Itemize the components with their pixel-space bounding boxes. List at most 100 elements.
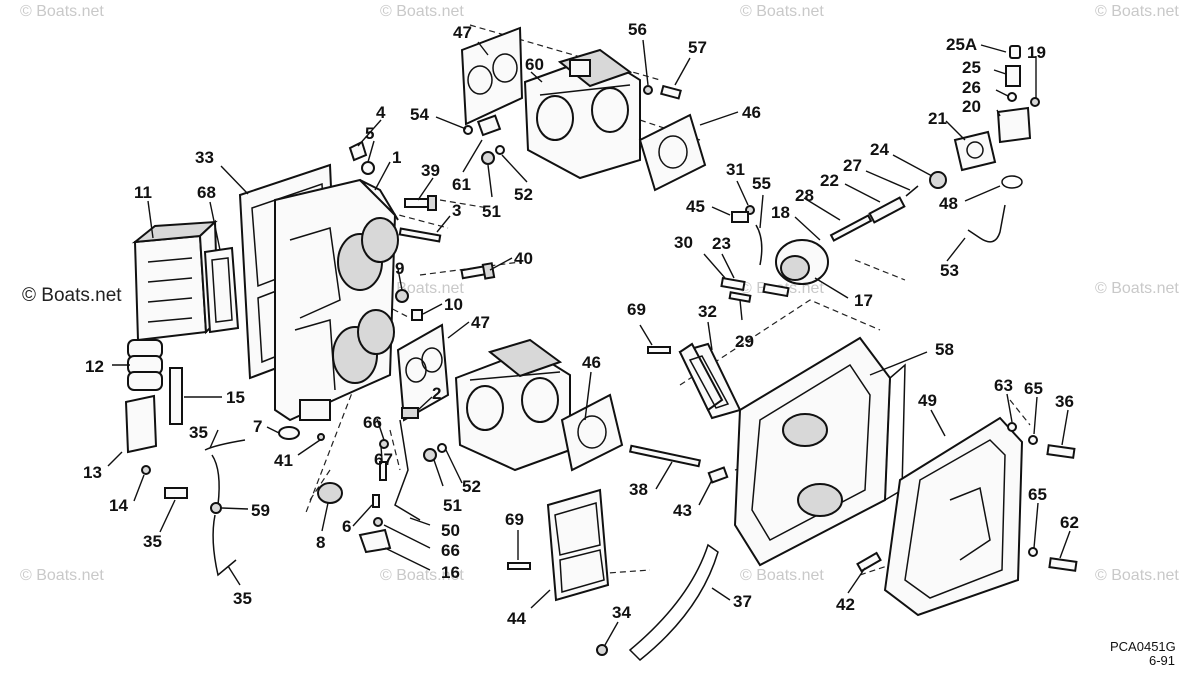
watermark: © Boats.net [380,3,464,20]
fitting-41 [317,433,325,441]
callout-48: 48 [939,194,958,213]
fitting-29 [728,291,752,303]
callout-35: 35 [233,589,252,608]
callout-2: 2 [432,384,441,403]
screw-62 [1048,557,1078,572]
screw-67 [379,461,387,481]
callout-9: 9 [395,259,404,278]
silencer-base-plate-58 [733,336,906,567]
callout-11: 11 [134,183,152,202]
callout-19: 19 [1027,43,1046,62]
screw-42 [856,551,882,573]
watermark-dark: © Boats.net [22,285,122,306]
callout-17: 17 [854,291,873,310]
carburetor-upper [523,48,641,180]
callout-68: 68 [197,183,216,202]
callout-52: 52 [462,477,481,496]
callout-37: 37 [733,592,752,611]
watermark: © Boats.net [1095,280,1179,297]
leader-lines [107,39,1071,646]
clamp-48 [1001,175,1023,189]
fitting-23 [720,276,746,292]
washer-52-upper [495,145,505,155]
callout-61: 61 [452,175,471,194]
callout-51: 51 [443,496,462,515]
callout-65: 65 [1028,485,1047,504]
callout-27: 27 [843,156,862,175]
callout-59: 59 [251,501,270,520]
callout-40: 40 [514,249,533,268]
callout-46: 46 [582,353,601,372]
callout-22: 22 [820,171,839,190]
callout-1: 1 [392,148,401,167]
plug-7 [278,426,300,440]
callout-25A: 25A [946,35,977,54]
screw-51-upper [481,151,495,165]
screw-51-lower [423,448,437,462]
stud-3 [398,227,442,243]
callout-13: 13 [83,463,102,482]
silencer-44 [546,488,610,602]
screw-57 [660,84,682,100]
screw-39 [404,195,437,211]
callout-4: 4 [376,103,386,122]
watermark: © Boats.net [740,567,824,584]
washer-52-lower [437,443,447,453]
link-arm-37 [628,543,719,662]
callout-49: 49 [918,391,937,410]
callout-labels: 47 60 56 57 46 54 61 52 51 4 5 1 33 39 3… [83,20,1079,628]
callout-12: 12 [85,357,104,376]
callout-55: 55 [752,174,771,193]
callout-3: 3 [452,201,461,220]
washer-65-lower [1028,547,1038,557]
callout-62: 62 [1060,513,1079,532]
callout-42: 42 [836,595,855,614]
fitting-61 [476,114,502,137]
callout-34: 34 [612,603,631,622]
washer-56 [643,85,653,95]
flame-arrestor-gasket-lower [560,393,624,472]
screw-36 [1046,444,1076,459]
drawing-number: PCA0451G [1110,639,1176,654]
callout-35: 35 [189,423,208,442]
callout-16: 16 [441,563,460,582]
washer-66-lower [373,517,383,527]
reed-valve-block [131,219,220,342]
reed-petals-12 [127,339,163,391]
enrichment-valve-17 [775,239,829,285]
callout-50: 50 [441,521,460,540]
hose-53 [967,204,1006,243]
spring-27 [905,185,919,197]
callout-60: 60 [525,55,544,74]
bracket-16 [358,528,392,554]
watermark: © Boats.net [20,567,104,584]
callout-57: 57 [688,38,707,57]
small-hardware-top [348,140,375,175]
callout-53: 53 [940,261,959,280]
carburetor-gasket-upper [460,26,524,126]
callout-47: 47 [453,23,472,42]
callout-10: 10 [444,295,463,314]
callout-15: 15 [226,388,245,407]
callout-54: 54 [410,105,429,124]
washer-63 [1007,422,1017,432]
callout-24: 24 [870,140,889,159]
tube-22 [868,196,906,224]
watermark-layer: © Boats.net © Boats.net © Boats.net © Bo… [20,3,1179,584]
bracket-55 [755,224,763,266]
reed-gasket [203,246,240,334]
screw-6 [372,494,380,508]
screw-14 [141,465,151,475]
fuel-pump-group [953,45,1040,172]
callout-69: 69 [505,510,524,529]
washer-54 [463,125,473,135]
callout-28: 28 [795,186,814,205]
screw-45 [731,211,749,223]
callout-63: 63 [994,376,1013,395]
callout-39: 39 [421,161,440,180]
callout-7: 7 [253,417,262,436]
callout-26: 26 [962,78,981,97]
callout-43: 43 [673,501,692,520]
callout-38: 38 [629,480,648,499]
